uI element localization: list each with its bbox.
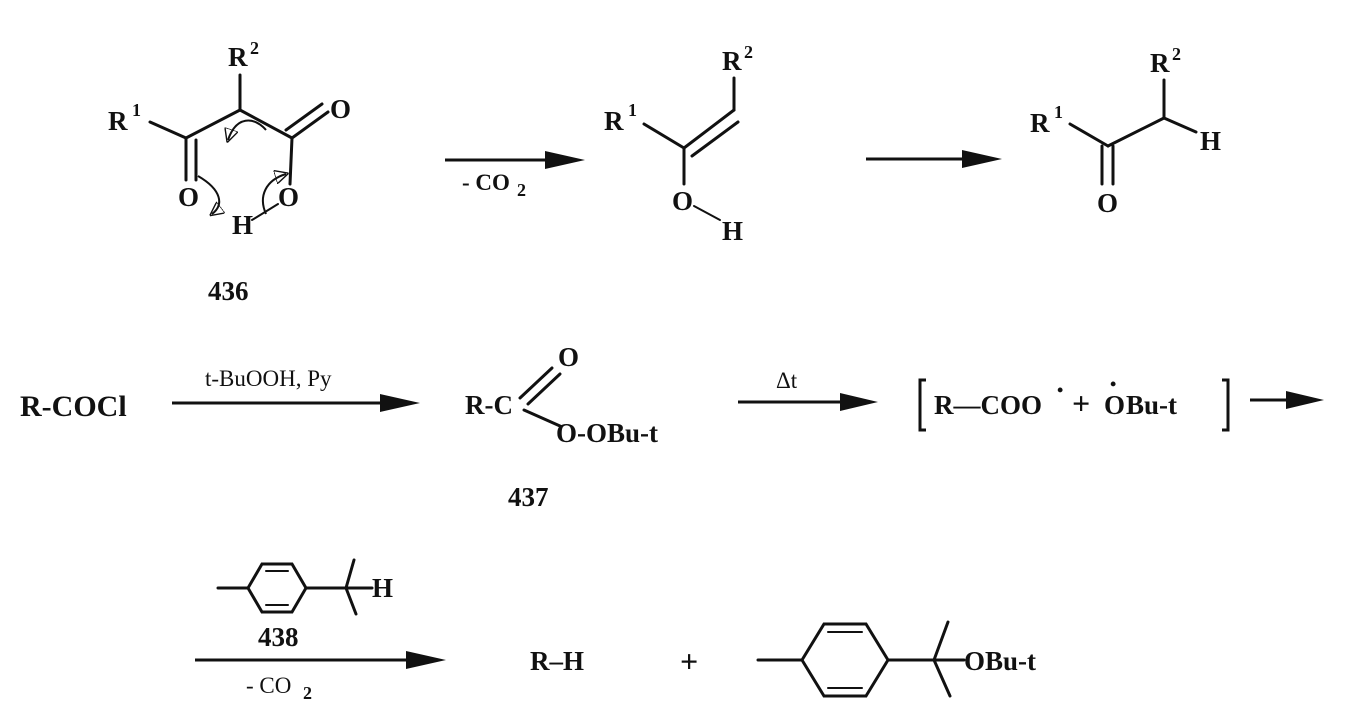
bond [693, 205, 721, 221]
curly-arrow [197, 175, 219, 214]
bond [690, 120, 740, 158]
ketone-hydrogen: H [1200, 126, 1221, 156]
ketone-product: R 1 R 2 H O [1030, 44, 1221, 218]
bond [518, 366, 554, 400]
arrowhead [406, 651, 446, 669]
benzylic-hydrogen: H [372, 573, 393, 603]
bond [344, 586, 358, 616]
perester-carbonyl-oxygen: O [558, 342, 579, 372]
perester-chain: O-OBu-t [556, 418, 658, 448]
enol-oxygen: O [672, 186, 693, 216]
arrow-hydrogen-abstraction: - CO 2 [195, 651, 446, 703]
r2-superscript: 2 [1172, 44, 1181, 64]
arrow-condition: - CO [246, 673, 291, 698]
plus-sign: + [1072, 385, 1090, 421]
curly-arrow [261, 174, 286, 215]
arrowhead [545, 151, 585, 169]
arrow-thermolysis: Δt [738, 368, 878, 411]
r2-superscript: 2 [744, 42, 753, 62]
bond [526, 372, 562, 406]
enol-intermediate: R 1 R 2 O H [604, 42, 753, 246]
r2-label: R [228, 42, 248, 72]
acyl-chloride: R-COCl [20, 390, 127, 423]
r1-label: R [1030, 108, 1050, 138]
acyloxy-radical-dot: • [1057, 380, 1063, 400]
arrow-condition: t-BuOOH, Py [205, 366, 332, 391]
compound-437: R-C O O-OBu-t 437 [465, 342, 658, 512]
arrow-condition-subscript: 2 [303, 683, 312, 703]
arrowhead [840, 393, 878, 411]
r1-superscript: 1 [1054, 102, 1063, 122]
r2-label: R [1150, 48, 1170, 78]
hydroxyl-oxygen: O [278, 182, 299, 212]
arrow-continuation [1250, 391, 1324, 409]
compound-438: H 438 [216, 558, 393, 652]
bond [184, 108, 242, 140]
bond [238, 108, 294, 140]
compound-label-438: 438 [258, 622, 299, 652]
bond [344, 558, 356, 590]
curly-arrow [228, 119, 267, 140]
arrow-perester-formation: t-BuOOH, Py [172, 366, 420, 412]
arrow-condition: - CO [462, 170, 510, 195]
arrowhead [1286, 391, 1324, 409]
radical-pair: R—COO • + O • Bu-t [918, 374, 1230, 432]
arrow-decarboxylation: - CO 2 [445, 151, 585, 200]
r2-label: R [722, 46, 742, 76]
bond [682, 108, 736, 150]
bond [288, 136, 294, 186]
ketone-oxygen: O [1097, 188, 1118, 218]
tbutoxy-remainder: Bu-t [1126, 390, 1177, 420]
arrow-condition: Δt [776, 368, 798, 393]
bond [522, 408, 562, 428]
compound-label-437: 437 [508, 482, 549, 512]
bond [932, 620, 950, 662]
r1-superscript: 1 [132, 100, 141, 120]
bond [932, 658, 952, 698]
plus-sign: + [680, 643, 698, 679]
right-bracket [1222, 378, 1230, 432]
hydroxyl-hydrogen: H [232, 210, 253, 240]
acid-carbonyl-oxygen: O [330, 94, 351, 124]
compound-label-436: 436 [208, 276, 249, 306]
arrowhead [962, 150, 1002, 168]
bond [148, 120, 188, 140]
arrow-tautomerization [866, 150, 1002, 168]
bond [642, 122, 686, 150]
compound-436: R 1 R 2 O O O H 436 [108, 38, 351, 306]
tbutoxy-oxygen: O [1104, 390, 1125, 420]
arrowhead [380, 394, 420, 412]
arrow-condition-subscript: 2 [517, 180, 526, 200]
product-ether: OBu-t [756, 620, 1036, 698]
bond [290, 110, 330, 140]
bond [1106, 116, 1166, 148]
ketone-oxygen: O [178, 182, 199, 212]
left-bracket [918, 378, 926, 432]
r1-superscript: 1 [628, 100, 637, 120]
bond [284, 102, 324, 132]
acyloxy-radical: R—COO [934, 390, 1042, 420]
bond [1162, 116, 1198, 134]
bond [1068, 122, 1110, 148]
r1-label: R [604, 106, 624, 136]
product-alkane: R–H [530, 646, 584, 676]
enol-hydrogen: H [722, 216, 743, 246]
tbutoxy-radical-dot: • [1110, 374, 1116, 394]
r2-superscript: 2 [250, 38, 259, 58]
benzene-ring [800, 622, 890, 698]
tbutoxy-group: OBu-t [964, 646, 1036, 676]
perester-r-c: R-C [465, 390, 513, 420]
r1-label: R [108, 106, 128, 136]
